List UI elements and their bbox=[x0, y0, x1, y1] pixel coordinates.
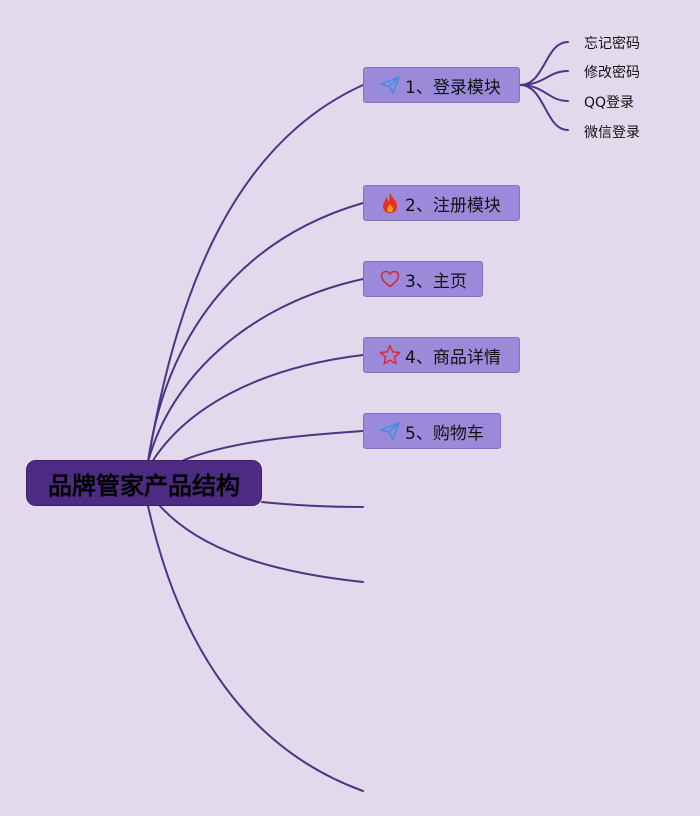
heart-icon bbox=[379, 268, 401, 290]
paper-plane-icon bbox=[379, 420, 401, 442]
connector-branch-5 bbox=[183, 430, 364, 461]
leaf-change-password[interactable]: 修改密码 bbox=[584, 65, 640, 81]
leaf-forgot-password[interactable]: 忘记密码 bbox=[584, 36, 640, 52]
topic-label: 3、主页 bbox=[405, 271, 467, 292]
topic-label: 5、购物车 bbox=[405, 423, 484, 444]
fire-icon bbox=[379, 192, 401, 214]
connector-branch-7 bbox=[159, 505, 364, 583]
topic-register-module[interactable]: 2、注册模块 bbox=[363, 185, 520, 221]
leaf-wechat-login[interactable]: 微信登录 bbox=[584, 125, 640, 141]
root-node[interactable]: 品牌管家产品结构 bbox=[26, 460, 262, 506]
connector-branch-3 bbox=[147, 278, 364, 463]
connector-branch-2 bbox=[147, 202, 364, 463]
leaf-qq-login[interactable]: QQ登录 bbox=[584, 95, 635, 111]
connector-branch-6 bbox=[261, 501, 364, 508]
topic-product-detail[interactable]: 4、商品详情 bbox=[363, 337, 520, 373]
topic-label: 4、商品详情 bbox=[405, 347, 501, 368]
connector-branch-1 bbox=[147, 84, 364, 463]
topic-label: 2、注册模块 bbox=[405, 195, 501, 216]
topic-login-module[interactable]: 1、登录模块 bbox=[363, 67, 520, 103]
topic-home[interactable]: 3、主页 bbox=[363, 261, 483, 297]
connector-branch-4 bbox=[151, 354, 364, 463]
root-label: 品牌管家产品结构 bbox=[48, 471, 240, 500]
topic-shopping-cart[interactable]: 5、购物车 bbox=[363, 413, 501, 449]
topic-label: 1、登录模块 bbox=[405, 77, 501, 98]
paper-plane-icon bbox=[379, 74, 401, 96]
connector-branch-8 bbox=[147, 505, 364, 792]
star-icon bbox=[379, 344, 401, 366]
connector-leaf-4 bbox=[519, 84, 569, 131]
